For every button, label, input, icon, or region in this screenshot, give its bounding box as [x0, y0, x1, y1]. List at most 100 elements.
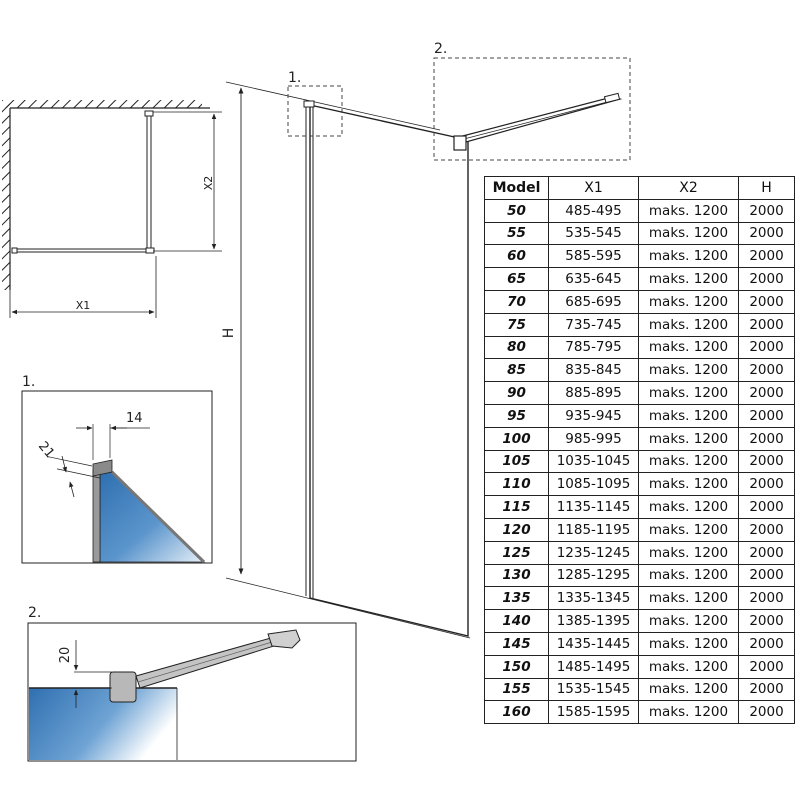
x1-cell: 1285-1295: [548, 563, 639, 588]
x1-cell: 785-795: [548, 335, 639, 360]
x2-cell: maks. 1200: [638, 654, 739, 679]
x1-cell: 535-545: [548, 221, 639, 246]
model-cell: 55: [484, 221, 549, 246]
x2-cell: maks. 1200: [638, 586, 739, 611]
x1-cell: 1235-1245: [548, 540, 639, 565]
detail-1: 1. 14 21: [21, 374, 213, 564]
x1-cell: 1435-1445: [548, 631, 639, 656]
plan-glass-panel: [13, 248, 153, 253]
elevation-view: H 1. 2.: [221, 41, 631, 639]
detail-1-title: 1.: [22, 374, 35, 390]
plan-wall-left: [2, 100, 10, 290]
detail-2-clamp: [109, 671, 137, 703]
header-x1: X1: [548, 176, 639, 200]
x2-cell: maks. 1200: [638, 267, 739, 291]
h-cell: 2000: [738, 472, 795, 497]
x1-cell: 935-945: [548, 403, 639, 428]
x2-cell: maks. 1200: [638, 244, 739, 269]
x1-cell: 635-645: [548, 267, 639, 291]
detail-2-title: 2.: [28, 605, 41, 621]
model-cell: 70: [484, 289, 549, 314]
x2-cell: maks. 1200: [638, 403, 739, 428]
x2-cell: maks. 1200: [638, 198, 739, 223]
h-cell: 2000: [738, 563, 795, 588]
h-cell: 2000: [738, 517, 795, 542]
detail-1-profile: [92, 469, 101, 563]
h-cell: 2000: [738, 426, 795, 451]
model-cell: 100: [484, 426, 549, 451]
h-cell: 2000: [738, 221, 795, 246]
x2-cell: maks. 1200: [638, 312, 739, 337]
header-model: Model: [484, 176, 549, 200]
x2-cell: maks. 1200: [638, 449, 739, 474]
h-cell: 2000: [738, 449, 795, 474]
x2-cell: maks. 1200: [638, 335, 739, 360]
model-cell: 85: [484, 358, 549, 383]
plan-wall-top: [2, 100, 202, 108]
h-cell: 2000: [738, 609, 795, 633]
x1-cell: 1085-1095: [548, 472, 639, 497]
plan-x2-label: X2: [202, 176, 215, 191]
model-cell: 50: [484, 198, 549, 223]
x2-cell: maks. 1200: [638, 381, 739, 405]
model-cell: 150: [484, 654, 549, 679]
model-cell: 125: [484, 540, 549, 565]
elevation-glass-panel: [309, 104, 469, 637]
x2-cell: maks. 1200: [638, 289, 739, 314]
x1-cell: 685-695: [548, 289, 639, 314]
height-h-label: H: [221, 328, 237, 339]
h-cell: 2000: [738, 403, 795, 428]
model-cell: 90: [484, 381, 549, 405]
h-cell: 2000: [738, 677, 795, 702]
model-cell: 155: [484, 677, 549, 702]
model-cell: 115: [484, 495, 549, 519]
h-cell: 2000: [738, 381, 795, 405]
x1-cell: 1335-1345: [548, 586, 639, 611]
model-cell: 145: [484, 631, 549, 656]
x2-cell: maks. 1200: [638, 426, 739, 451]
h-cell: 2000: [738, 654, 795, 679]
h-cell: 2000: [738, 312, 795, 337]
x1-cell: 1535-1545: [548, 677, 639, 702]
model-cell: 160: [484, 700, 549, 725]
x2-cell: maks. 1200: [638, 631, 739, 656]
x2-cell: maks. 1200: [638, 700, 739, 725]
x2-cell: maks. 1200: [638, 517, 739, 542]
x2-cell: maks. 1200: [638, 563, 739, 588]
plan-view: X2 X1: [2, 100, 222, 318]
x1-cell: 1585-1595: [548, 700, 639, 725]
model-cell: 75: [484, 312, 549, 337]
h-cell: 2000: [738, 495, 795, 519]
h-cell: 2000: [738, 198, 795, 223]
x1-cell: 1035-1045: [548, 449, 639, 474]
h-cell: 2000: [738, 289, 795, 314]
table-header-row: Model X1 X2 H: [484, 176, 795, 200]
detail-2: 2. 20: [27, 605, 357, 762]
model-cell: 65: [484, 267, 549, 291]
x1-cell: 1185-1195: [548, 517, 639, 542]
header-h: H: [738, 176, 795, 200]
h-cell: 2000: [738, 540, 795, 565]
callout-2-label: 2.: [434, 41, 447, 57]
